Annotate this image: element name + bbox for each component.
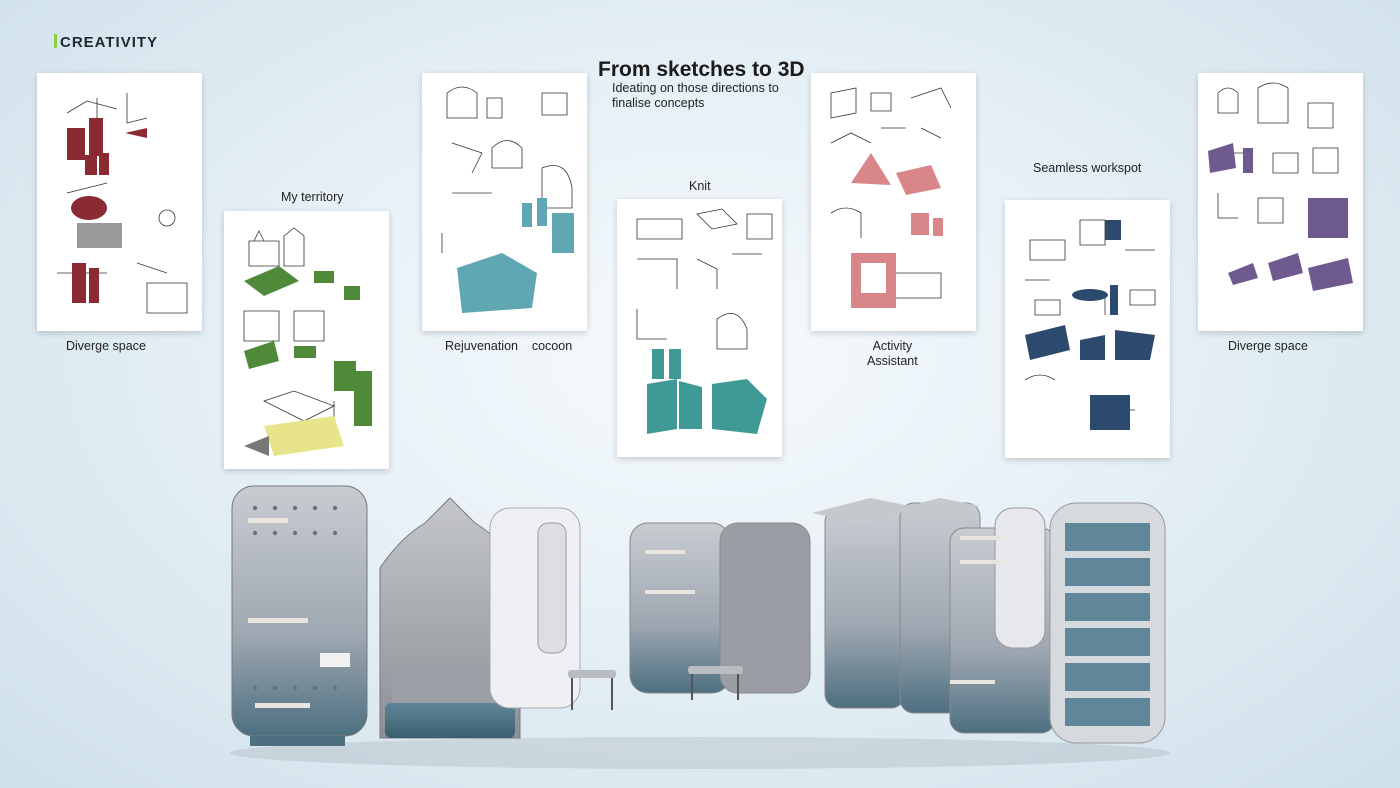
page-title: From sketches to 3D <box>598 58 805 81</box>
sketch-illustration <box>1208 82 1353 291</box>
sketch-illustration <box>243 227 372 456</box>
sketch-card-diverge-space-1 <box>37 73 202 331</box>
page-subtitle: Ideating on those directions to finalise… <box>612 81 779 110</box>
brand-name: CREATIVITY <box>60 34 159 51</box>
sketch-illustration <box>830 87 952 308</box>
sketch-card-my-territory <box>224 211 389 469</box>
sketch-illustration <box>1024 219 1156 430</box>
concept-label-7: Diverge space <box>1228 339 1308 353</box>
concept-label-5: Activity Assistant <box>867 339 918 368</box>
sketch-card-activity-assistant <box>811 73 976 331</box>
concept-label-4: Knit <box>689 179 711 193</box>
sketch-card-seamless-workspot <box>1005 200 1170 458</box>
sketch-illustration <box>441 86 574 313</box>
sketch-card-diverge-space-2 <box>1198 73 1363 331</box>
concept-label-1: Diverge space <box>66 339 146 353</box>
3d-furniture-render <box>230 485 1170 769</box>
concept-label-3: Rejuvenation cocoon <box>445 339 573 353</box>
sketch-illustration <box>636 208 773 434</box>
sketch-card-knit <box>617 199 782 457</box>
concept-label-6: Seamless workspot <box>1033 161 1142 175</box>
brand-logo: CREATIVITY <box>54 34 158 51</box>
concept-label-2: My territory <box>281 190 344 204</box>
sketch-card-rejuvenation-cocoon <box>422 73 587 331</box>
brand-accent-bar <box>54 34 57 48</box>
sketch-illustration <box>57 93 188 314</box>
